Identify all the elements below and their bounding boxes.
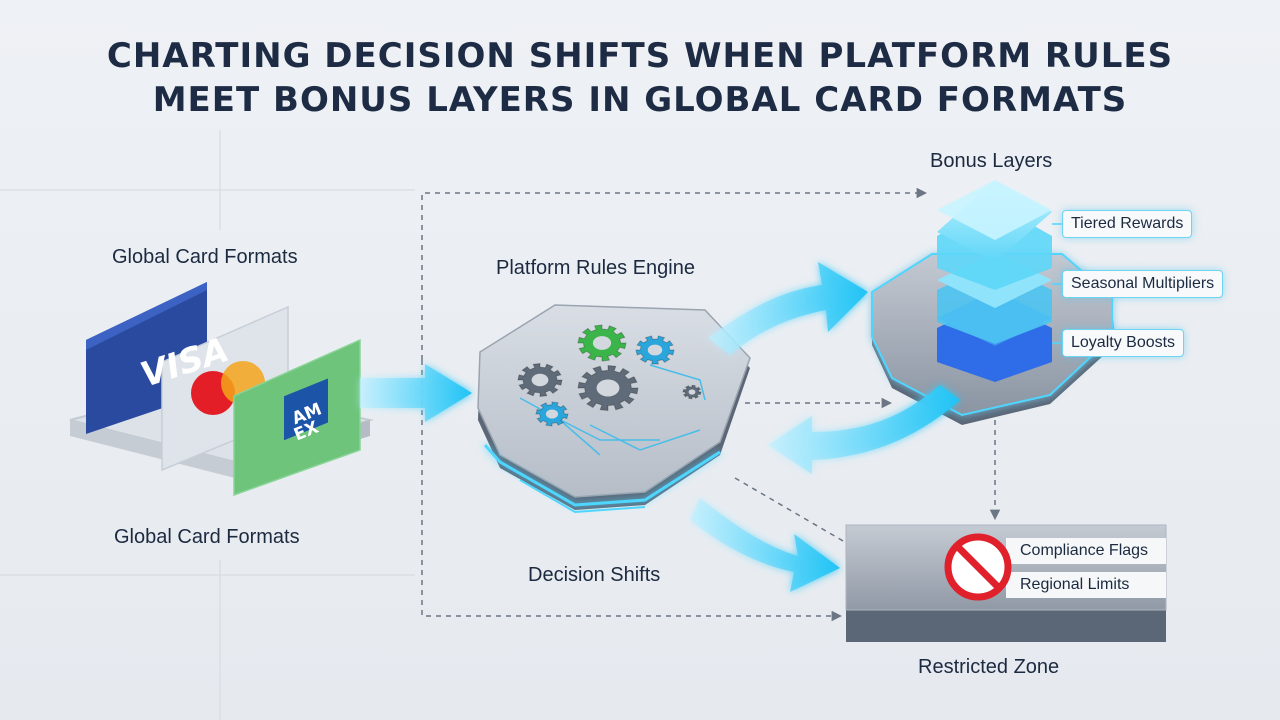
bonus-tag-tiered-rewards: Tiered Rewards (1062, 210, 1193, 238)
rules-engine-label: Platform Rules Engine (496, 257, 695, 279)
flow-arrow-bonus-to-engine (768, 385, 960, 474)
card-formats-group (69, 282, 374, 497)
gear-blue-icon (635, 335, 675, 365)
dashed-connector-bottom (421, 360, 843, 622)
title-line-1: CHARTING DECISION SHIFTS WHEN PLATFORM R… (106, 36, 1174, 76)
card-formats-label-bottom: Global Card Formats (114, 526, 300, 548)
prohibited-icon (944, 533, 1012, 601)
bonus-layer-stack (937, 180, 1052, 382)
gear-gray-tiny-icon (682, 384, 702, 400)
gear-gray-left-icon (517, 362, 563, 398)
diagram-title: CHARTING DECISION SHIFTS WHEN PLATFORM R… (0, 34, 1280, 122)
bonus-layers-label: Bonus Layers (930, 150, 1053, 172)
restricted-item-regional-limits: Regional Limits (1020, 576, 1130, 593)
flow-arrow-cards-to-engine (360, 364, 472, 422)
restricted-item-compliance-flags: Compliance Flags (1020, 542, 1149, 559)
bonus-tag-connectors (1052, 223, 1062, 344)
gear-green-icon (577, 324, 627, 362)
bonus-tag-loyalty-boosts: Loyalty Boosts (1062, 329, 1185, 357)
dashed-connectors (421, 187, 1001, 622)
bonus-tag-seasonal-multipliers: Seasonal Multipliers (1062, 270, 1224, 298)
title-line-2: MEET BONUS LAYERS IN GLOBAL CARD FORMATS (152, 80, 1128, 120)
flow-arrow-engine-to-bonus (708, 262, 868, 355)
restricted-zone-label: Restricted Zone (918, 656, 1060, 678)
restricted-zone-box (845, 524, 1167, 642)
gears-group (517, 324, 702, 427)
amex-card (233, 338, 361, 497)
decision-shifts-label: Decision Shifts (528, 564, 661, 586)
background-grid (0, 130, 415, 720)
gear-gray-large-icon (577, 364, 639, 412)
dashed-connector-engine-restricted (734, 477, 851, 546)
card-formats-label-top: Global Card Formats (112, 246, 298, 268)
gear-blue-small-icon (535, 401, 569, 427)
flow-arrow-engine-to-restricted (690, 498, 840, 592)
dashed-connector-top (421, 187, 928, 360)
